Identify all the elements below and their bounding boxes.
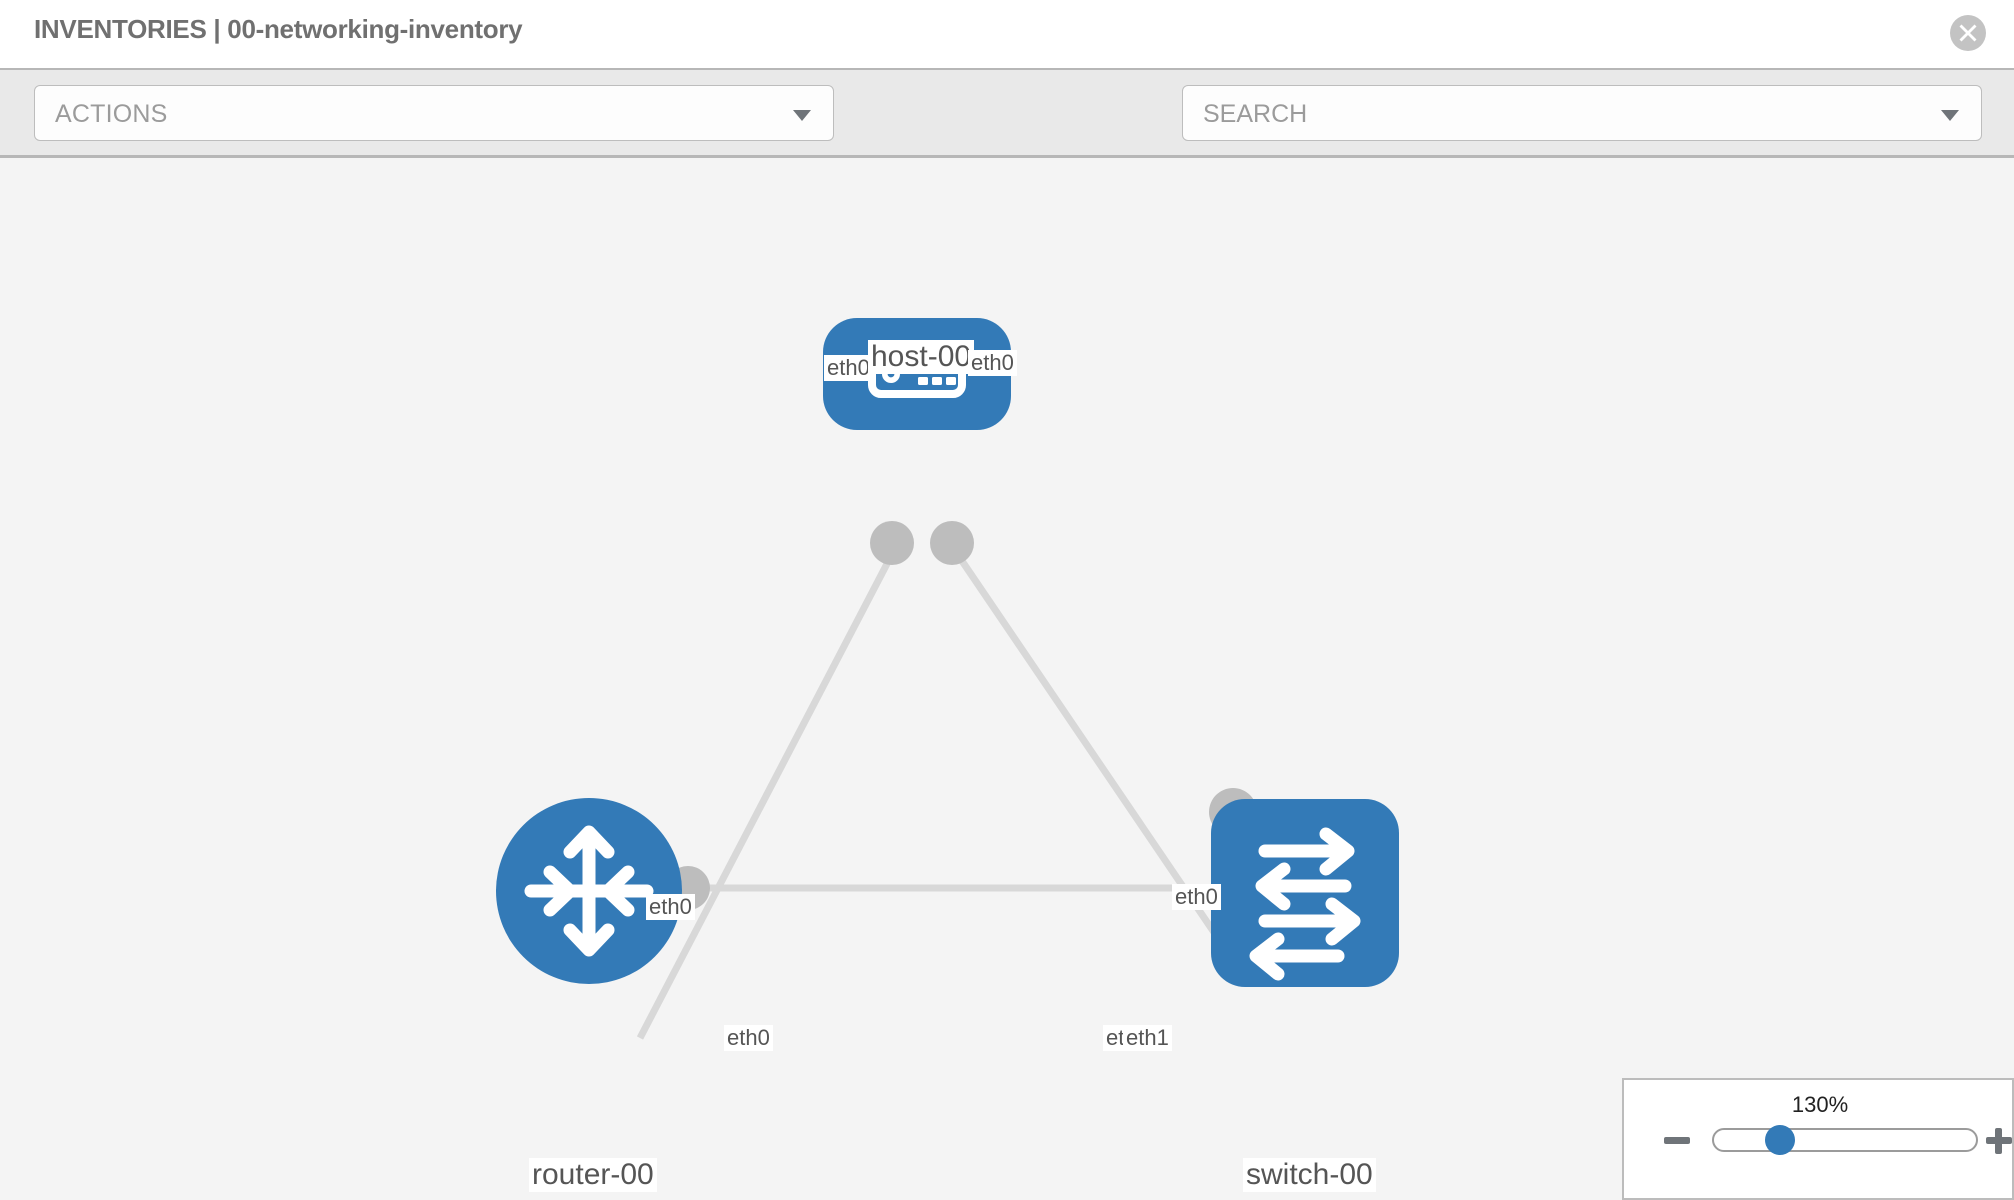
topology-canvas[interactable]: eth0 host-00 eth0 eth0 eth0 eth0 eth eth… xyxy=(0,158,2014,1200)
node-label-switch-00: switch-00 xyxy=(1243,1158,1376,1192)
port-label-host-left: eth0 xyxy=(824,355,873,381)
node-router-00 xyxy=(496,798,682,984)
zoom-slider-thumb[interactable] xyxy=(1765,1125,1795,1155)
page-title: INVENTORIES | 00-networking-inventory xyxy=(34,14,523,44)
port-host-left xyxy=(870,521,914,565)
zoom-control-panel: 130% xyxy=(1622,1078,2014,1200)
toolbar: ACTIONS xyxy=(0,68,2014,190)
link-host-switch xyxy=(957,556,1248,980)
zoom-level-label: 130% xyxy=(1791,1092,1849,1117)
topology-links xyxy=(636,556,1248,1040)
actions-dropdown-label: ACTIONS xyxy=(55,100,168,128)
link-host-router xyxy=(636,556,894,1040)
zoom-slider-track[interactable] xyxy=(1712,1128,1978,1152)
close-icon[interactable] xyxy=(1950,15,1986,51)
port-host-right xyxy=(930,521,974,565)
port-label-router-right: eth0 xyxy=(724,1025,773,1051)
node-label-host-00: host-00 xyxy=(868,340,975,374)
port-label-host-right: eth0 xyxy=(968,350,1017,376)
port-label-router-up: eth0 xyxy=(646,894,695,920)
port-label-switch-left-b: eth1 xyxy=(1123,1025,1172,1051)
topology-ports xyxy=(666,521,1260,910)
search-field[interactable] xyxy=(1182,85,1982,142)
node-label-router-00: router-00 xyxy=(529,1158,657,1192)
actions-dropdown[interactable]: ACTIONS xyxy=(34,85,834,141)
page-header: INVENTORIES | 00-networking-inventory xyxy=(0,0,2014,68)
search-input[interactable] xyxy=(1201,86,1905,142)
chevron-down-icon[interactable] xyxy=(1941,110,1959,121)
zoom-out-button[interactable] xyxy=(1664,1137,1690,1144)
chevron-down-icon xyxy=(793,110,811,121)
port-label-switch-up: eth0 xyxy=(1172,884,1221,910)
node-switch-00 xyxy=(1211,799,1399,987)
plus-icon[interactable] xyxy=(1995,1128,2002,1154)
